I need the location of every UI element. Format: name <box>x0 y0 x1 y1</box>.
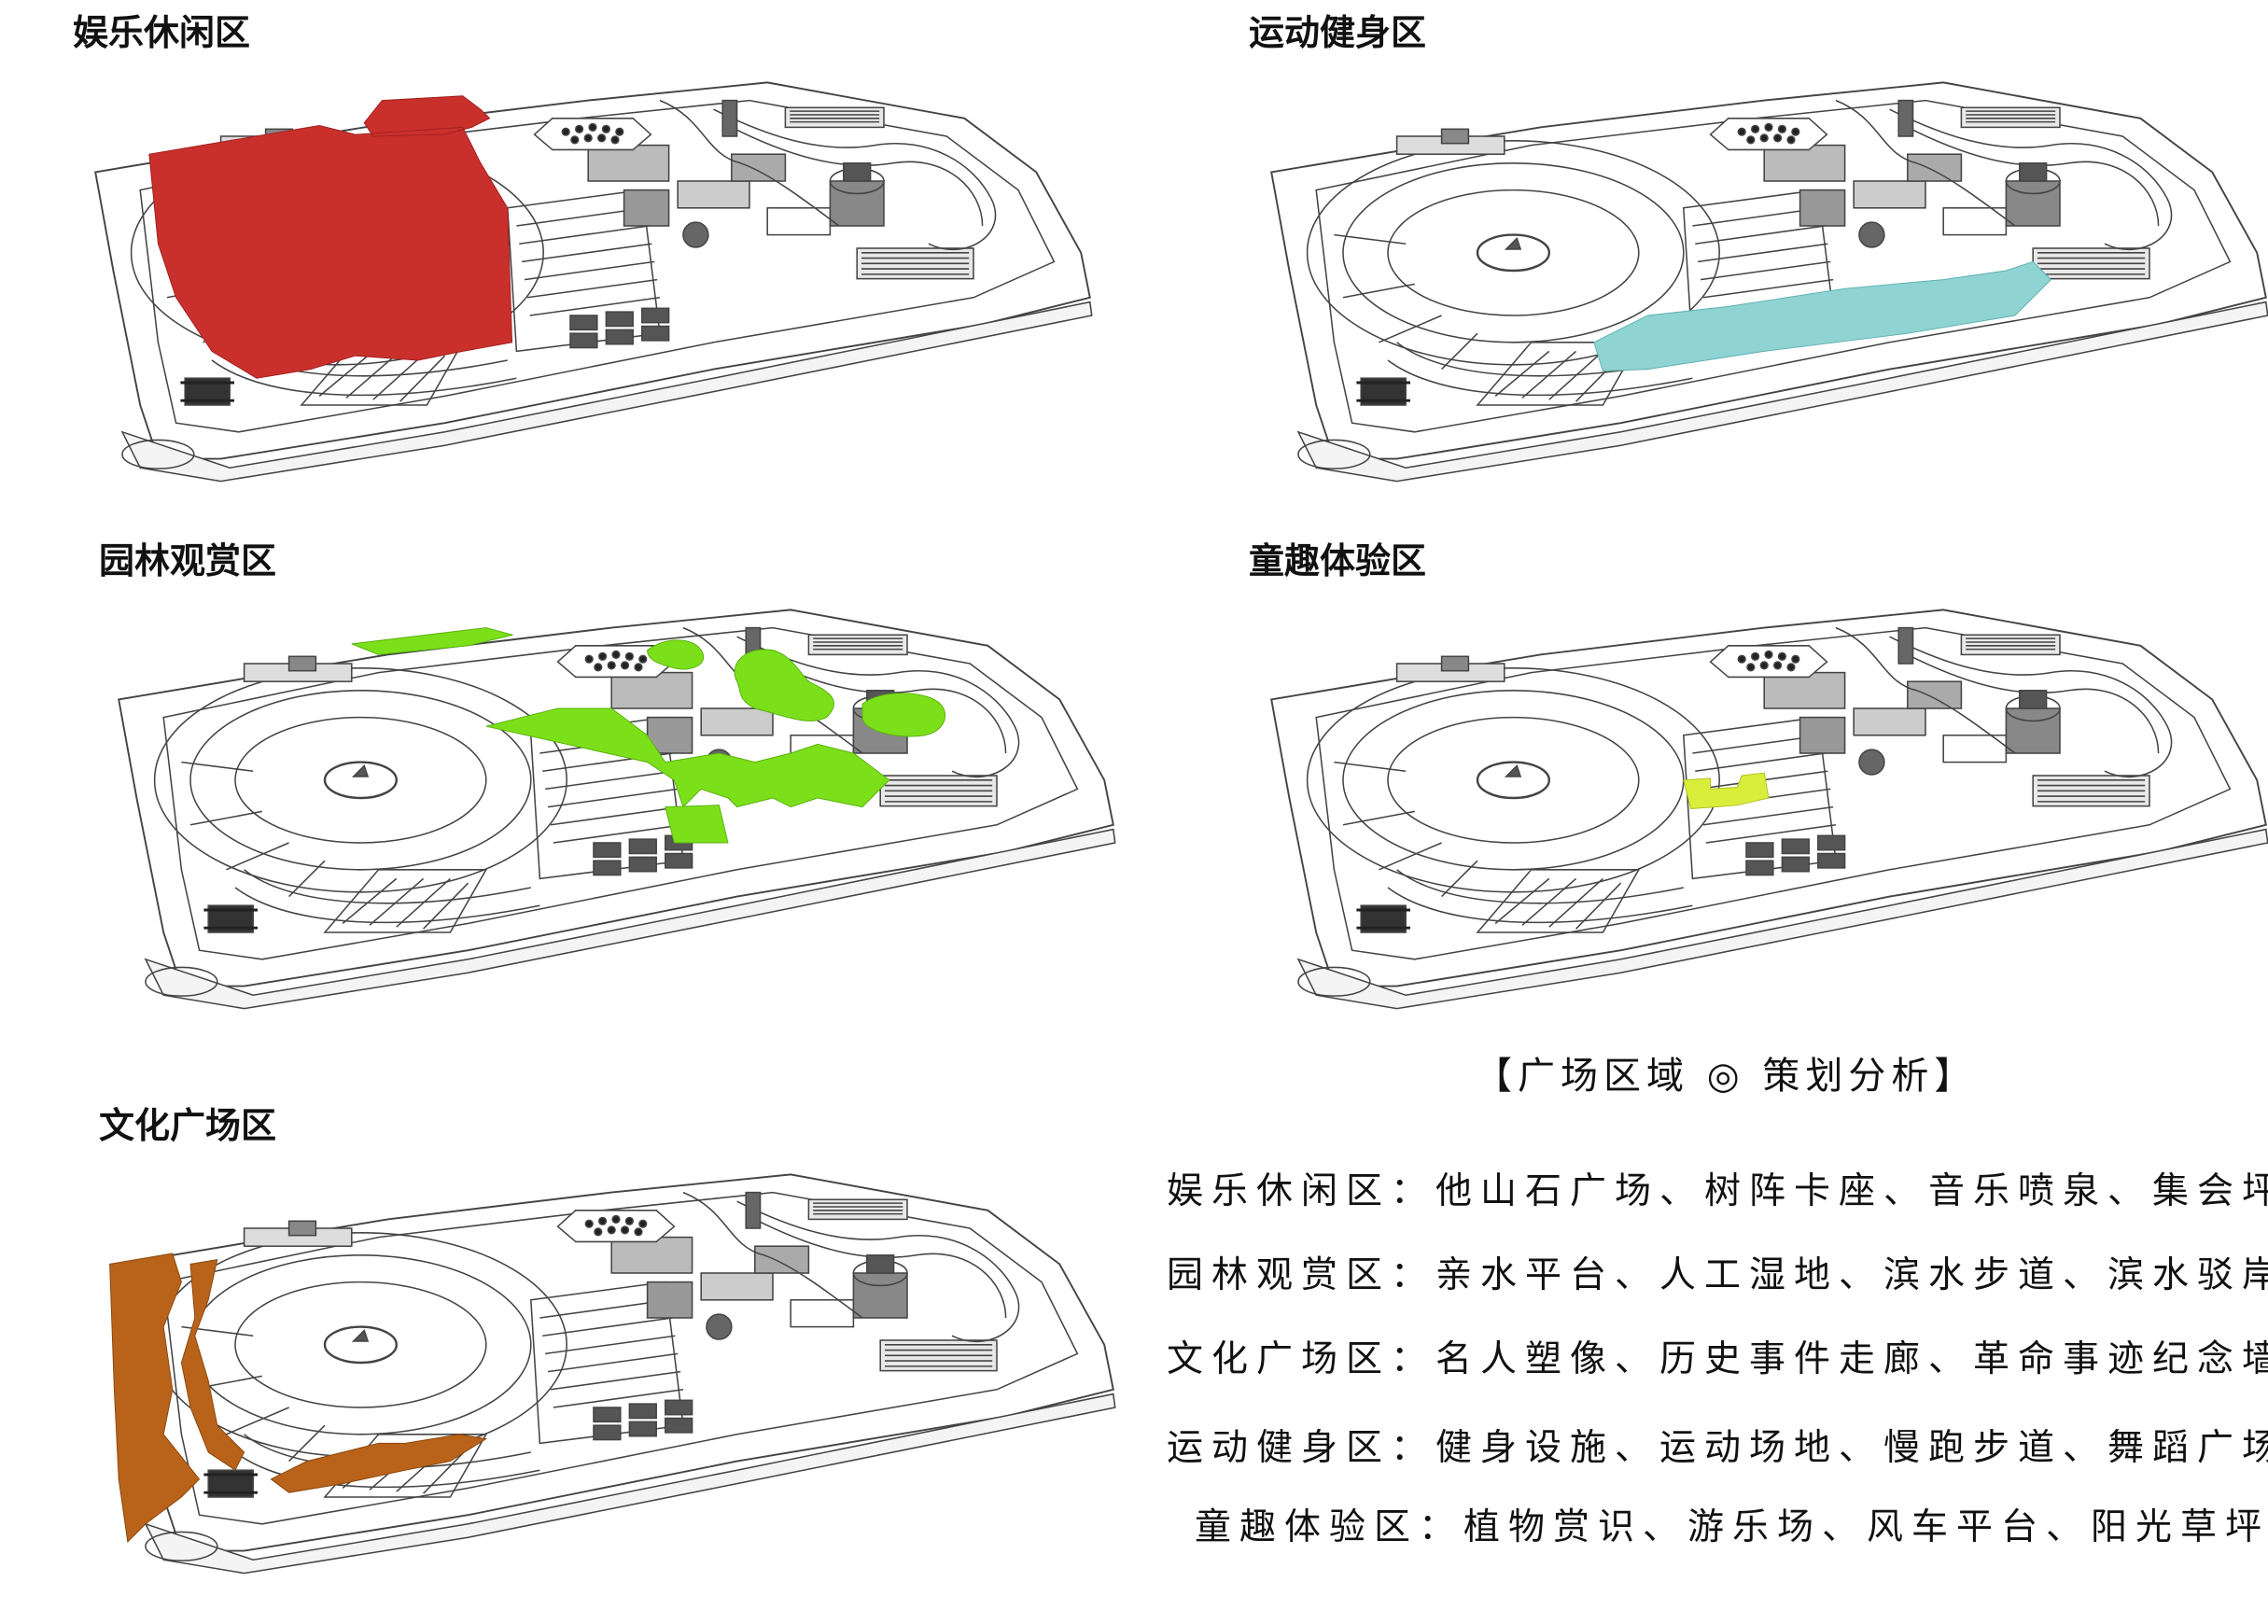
legend-row: 园林观赏区：亲水平台、人工湿地、滨水步道、滨水驳岸 <box>1167 1246 2268 1298</box>
legend-zone-items: 他山石广场、树阵卡座、音乐喷泉、集会坪 <box>1435 1170 2268 1212</box>
legend-zone-items: 名人塑像、历史事件走廊、革命事迹纪念墙 <box>1435 1338 2268 1380</box>
legend-zone-name: 娱乐休闲区： <box>1167 1170 1436 1212</box>
zone-panel-garden: 园林观赏区 <box>93 537 1269 1059</box>
legend-zone-name: 运动健身区： <box>1167 1427 1436 1469</box>
zone-title: 娱乐休闲区 <box>73 12 251 53</box>
zone-panel-fitness: 运动健身区 <box>1241 0 2268 523</box>
zone-title: 园林观赏区 <box>99 540 277 581</box>
site-plan-diagram <box>117 608 1117 1011</box>
legend-title: 【广场区域 ◎ 策划分析】 <box>1475 1055 1978 1098</box>
zone-highlight <box>1683 772 1770 810</box>
zone-highlight <box>1593 260 2052 372</box>
legend-zone-items: 健身设施、运动场地、慢跑步道、舞蹈广场 <box>1435 1427 2268 1469</box>
site-plan-diagram <box>1269 608 2268 1011</box>
site-plan-diagram <box>93 80 1094 483</box>
zone-title: 文化广场区 <box>99 1105 277 1146</box>
legend-zone-items: 亲水平台、人工湿地、滨水步道、滨水驳岸 <box>1435 1254 2268 1296</box>
legend-zone-name: 文化广场区： <box>1167 1338 1436 1380</box>
zone-highlight <box>148 95 513 379</box>
zone-panel-culture: 文化广场区 <box>93 1101 1269 1624</box>
zone-panel-children: 童趣体验区 <box>1241 537 2268 1059</box>
legend-row: 运动健身区：健身设施、运动场地、慢跑步道、舞蹈广场 <box>1167 1419 2268 1471</box>
zone-highlight <box>351 627 946 844</box>
legend-zone-name: 童趣体验区： <box>1195 1506 1464 1548</box>
zone-title: 童趣体验区 <box>1249 540 1427 581</box>
site-plan-diagram <box>109 1172 1117 1575</box>
zone-title: 运动健身区 <box>1249 12 1427 53</box>
site-plan-diagram <box>1269 80 2268 483</box>
zone-panel-entertainment: 娱乐休闲区 <box>65 0 1241 523</box>
zone-highlight <box>109 1253 488 1544</box>
legend-zone-name: 园林观赏区： <box>1167 1254 1436 1296</box>
legend-row: 文化广场区：名人塑像、历史事件走廊、革命事迹纪念墙 <box>1167 1330 2268 1382</box>
legend-row: 娱乐休闲区：他山石广场、树阵卡座、音乐喷泉、集会坪 <box>1167 1162 2268 1214</box>
legend-row: 童趣体验区：植物赏识、游乐场、风车平台、阳光草坪 <box>1195 1498 2268 1550</box>
legend-zone-items: 植物赏识、游乐场、风车平台、阳光草坪 <box>1463 1506 2268 1548</box>
